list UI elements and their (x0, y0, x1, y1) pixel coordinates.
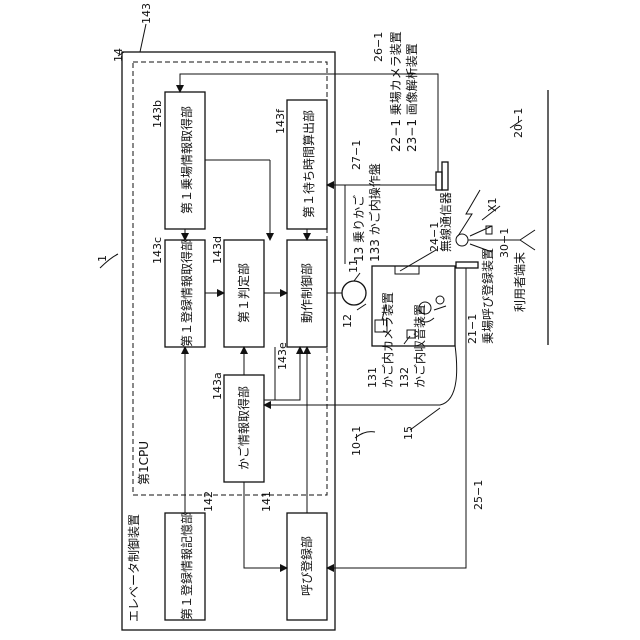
label-143b: 第１乗場情報取得部 (179, 106, 194, 214)
label-142: 第１登録情報記憶部 (179, 512, 194, 620)
landing-camera (436, 172, 442, 190)
image-analyzer (442, 162, 448, 190)
ref-131: 131 (366, 367, 379, 388)
ref-21: 21−1 (466, 314, 479, 344)
ref-20: 20−1 (512, 108, 525, 138)
label-143f: 第１待ち時間算出部 (301, 110, 316, 218)
ref-26: 26−1 (372, 32, 385, 62)
ref-12: 12 (341, 314, 354, 328)
landing-call-device (456, 262, 478, 268)
ref-143d: 143d (211, 236, 224, 264)
ref-24-label: 無線通信器 (438, 192, 453, 252)
ref-10: 10−1 (350, 426, 363, 456)
ref-14: 14 (112, 48, 125, 62)
cpu-label: 第1CPU (137, 441, 151, 485)
ref-25: 25−1 (472, 480, 485, 510)
ref-141: 141 (260, 491, 273, 512)
ref-143e: 143e (276, 342, 289, 370)
ref-131-label: かご内カメラ装置 (380, 292, 395, 388)
ref-13: 13 乗りかご (351, 195, 366, 262)
label-141: 呼び登録部 (299, 536, 314, 596)
label-143a: かご情報取得部 (236, 386, 251, 470)
ref-1: 1 (96, 255, 109, 262)
ref-143c: 143c (151, 237, 164, 264)
user-icon (456, 226, 535, 252)
ref-22: 22−1 乗場カメラ装置 (389, 31, 403, 152)
ref-132: 132 (398, 367, 411, 388)
ref-X1: X1 (486, 197, 499, 212)
ref-15: 15 (402, 426, 415, 440)
ref-27: 27−1 (350, 140, 363, 170)
ref-132-label: かご内収音装置 (412, 304, 427, 388)
ref-143: 143 (140, 3, 153, 24)
ref-143a: 143a (211, 372, 224, 400)
ref-143f: 143f (274, 108, 287, 134)
label-143d: 第１判定部 (236, 263, 251, 323)
ref-23: 23−1 画像解析装置 (405, 43, 419, 152)
ref-143b: 143b (151, 100, 164, 128)
label-143e: 動作制御部 (299, 263, 314, 323)
wireless-link-icon (458, 190, 480, 236)
ref-142: 142 (202, 491, 215, 512)
ref-30-label: 利用者端末 (513, 252, 527, 312)
ref-133: 133 かご内操作盤 (367, 163, 382, 262)
ref-21-label: 乗場呼び登録装置 (480, 248, 495, 344)
controller-label: エレベータ制御装置 (126, 514, 141, 622)
label-143c: 第１登録情報取得部 (179, 239, 194, 347)
ref-30: 30−1 (498, 228, 511, 258)
hoist-motor (342, 281, 366, 305)
